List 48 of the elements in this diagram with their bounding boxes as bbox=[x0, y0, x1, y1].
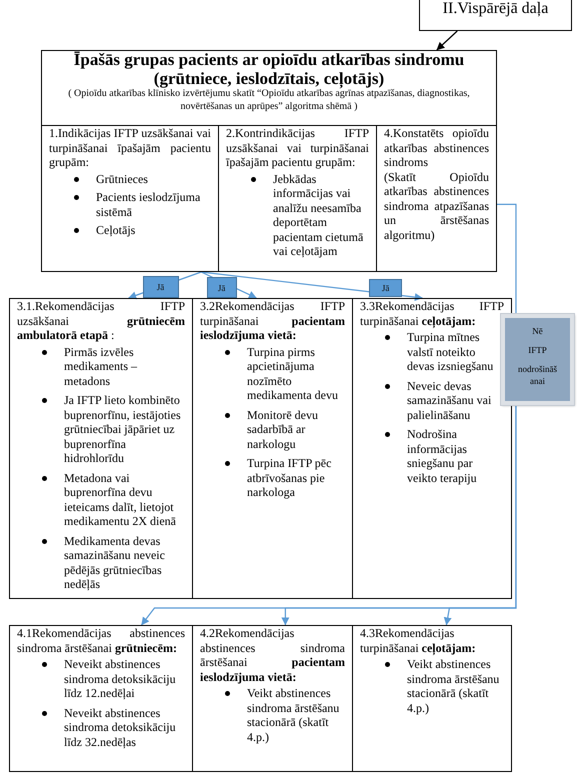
heading-text: Īpašās grupas pacients ar opioīdu atkarības sindromu (grūtniece, ieslodzītais, ceļotājs) bbox=[72, 51, 466, 88]
arrow bbox=[444, 405, 517, 626]
recommendation-box bbox=[192, 625, 353, 772]
list-item-text: Ceļotājs bbox=[96, 223, 136, 238]
edge-label: Jā bbox=[142, 276, 179, 298]
heading-text: 4.1Rekomendācijas abstinences sindroma ārstēšanai grūtniecēm: bbox=[17, 626, 185, 655]
list-item-text: Ja IFTP lieto kombinēto buprenorfīnu, iestājoties grūtniecībai jāpāriet uz buprenorfīna hidrohlorīdu bbox=[64, 393, 182, 466]
heading-text: 3.1.Rekomendācijas IFTP uzsākšanai grūtniecēm ambulatorā etapā : bbox=[17, 299, 185, 342]
decision-box bbox=[501, 314, 574, 405]
list-item-text: Veikt abstinences sindroma ārstēšanu stacionārā (skatīt 4.p.) bbox=[407, 657, 500, 715]
list-item-text: Monitorē devu sadarbībā ar narkologu bbox=[247, 408, 319, 451]
title-panel bbox=[41, 50, 497, 272]
list-item-text: Nodrošina informācijas sniegšanu par veikto terapiju bbox=[407, 427, 478, 485]
recommendation-box bbox=[9, 625, 193, 772]
section-box bbox=[419, 0, 572, 31]
list-item-text: Neveic devas samazināšanu vai palielināšanu bbox=[407, 378, 492, 422]
recommendation-box bbox=[9, 298, 193, 599]
heading-text: 4.Konstatēts opioīdu atkarības abstinences sindroms bbox=[384, 126, 489, 170]
heading-text: 4.2Rekomendācijas abstinences sindroma ārstēšanai pacientam ieslodzījuma vietā: bbox=[200, 626, 345, 684]
box-text: Nē bbox=[531, 325, 544, 337]
list-item-text: Pacients ieslodzījuma sistēmā bbox=[96, 190, 202, 219]
box-text: IFTP bbox=[527, 344, 548, 356]
heading-text: 3.2Rekomendācijas IFTP turpināšanai pacientam ieslodzījuma vietā: bbox=[200, 299, 345, 342]
list-item-text: Veikt abstinences sindroma ārstēšanu stacionārā (skatīt 4.p.) bbox=[247, 686, 340, 744]
heading-text: 4.3Rekomendācijas turpināšanai ceļotājam: bbox=[360, 626, 477, 655]
edge-label: Jā bbox=[206, 277, 237, 298]
connector-line bbox=[497, 204, 517, 314]
recommendation-box bbox=[352, 625, 512, 772]
list-item-text: Jebkādas informācijas vai analīžu neesamība deportētam pacientam cietumā vai ceļotājam bbox=[273, 172, 364, 258]
note-text: ( Opioīdu atkarības klīnisko izvērtējumu skatīt “Opioīdu atkarības agrīnas atpazīšanas, diagnostikas, novērtēšanas un aprūpes” algoritma shēmā ) bbox=[67, 88, 471, 113]
list-item-text: Metadona vai buprenorfīna devu ieteicams dalīt, lietojot medikamentu 2X dienā bbox=[64, 470, 177, 528]
arrow bbox=[436, 30, 458, 50]
list-item-text: Neveikt abstinences sindroma detoksikāciju līdz 32.nedēļas bbox=[64, 706, 177, 749]
heading-text: 3.3Rekomendācijas IFTP turpināšanai ceļotājam: bbox=[360, 299, 504, 328]
list-item-text: Grūtnieces bbox=[96, 172, 149, 186]
list-item-text: Turpina IFTP pēc atbrīvošanas pie narkologa bbox=[247, 456, 332, 500]
recommendation-box bbox=[192, 298, 353, 599]
heading-text: 1.Indikācijas IFTP uzsākšanai vai turpināšanai īpašajām pacientu grupām: bbox=[49, 126, 211, 170]
section-label: II.Vispārējā daļa bbox=[442, 0, 550, 18]
list-item-text: Turpina pirms apcietinājuma nozīmēto medikamenta devu bbox=[247, 344, 339, 402]
note-text: (Skatīt Opioīdu atkarības abstinences sindroma atpazīšanas un ārstēšanas algoritmu) bbox=[384, 170, 489, 242]
list-item-text: Turpina mītnes valstī noteikto devas izsniegšanu bbox=[407, 330, 494, 374]
box-text: nodrošināšanai bbox=[517, 363, 558, 387]
list-item-text: Medikamenta devas samazināšanu neveic pēdējās grūtniecības nedēļās bbox=[64, 534, 166, 592]
list-item-text: Neveikt abstinences sindroma detoksikāciju līdz 12.nedēļai bbox=[64, 657, 177, 700]
edge-label: Jā bbox=[369, 278, 402, 297]
list-item-text: Pirmās izvēles medikaments – metadons bbox=[64, 344, 138, 388]
heading-text: 2.Kontrindikācijas IFTP uzsākšanai vai turpināšanai īpašajām pacientu grupām: bbox=[226, 126, 369, 170]
